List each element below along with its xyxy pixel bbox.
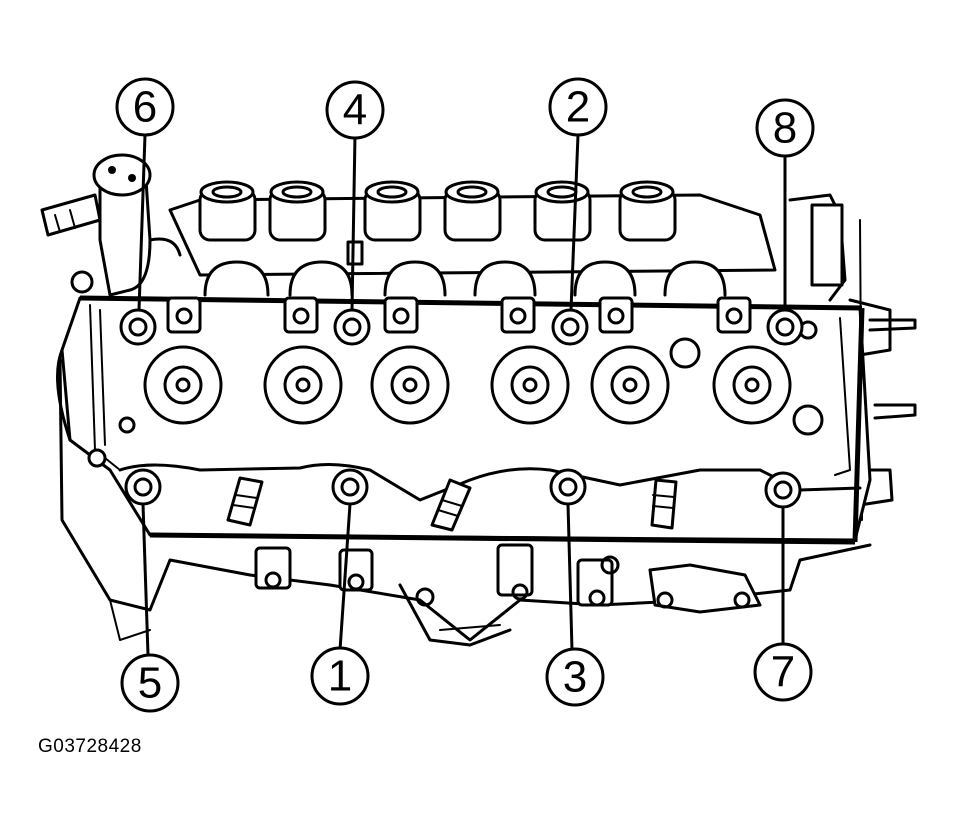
cylinder-head: [56, 295, 872, 545]
callout-label: 6: [133, 83, 157, 132]
lower-boss-row: [254, 543, 762, 614]
callout-label: 4: [343, 86, 367, 135]
callout-label: 3: [563, 653, 587, 702]
callout-3: 3: [545, 647, 605, 707]
thermostat-housing: [40, 153, 182, 297]
callout-label: 2: [566, 83, 590, 132]
figure-code: G03728428: [38, 736, 142, 757]
callout-label: 8: [773, 104, 797, 153]
callout-label: 5: [138, 659, 162, 708]
callout-2: 2: [548, 77, 608, 137]
spark-plugs: [226, 476, 678, 532]
callout-6: 6: [115, 77, 175, 137]
callout-5: 5: [120, 653, 180, 713]
callout-label: 7: [771, 648, 795, 697]
leader-lines: [137, 134, 787, 656]
exhaust-loops: [203, 260, 727, 297]
callout-1: 1: [310, 646, 370, 706]
callout-label: 1: [328, 652, 352, 701]
callout-8: 8: [755, 98, 815, 158]
head-bolts-bottom: [124, 468, 802, 509]
callout-4: 4: [325, 80, 385, 140]
intake-ports: [40, 153, 777, 297]
port-tubes: [198, 180, 677, 242]
callout-7: 7: [753, 642, 813, 702]
rocker-studs: [166, 296, 752, 334]
engine-block-background: [58, 193, 917, 647]
chamber-row: [143, 345, 792, 425]
